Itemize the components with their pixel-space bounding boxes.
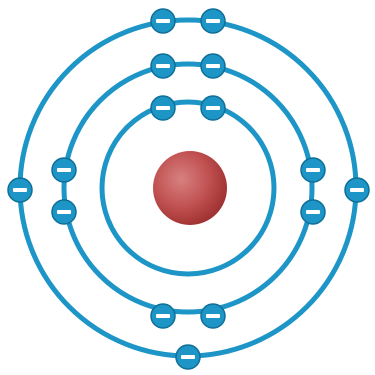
minus-icon	[306, 210, 320, 214]
electron	[8, 178, 32, 202]
minus-icon	[306, 168, 320, 172]
minus-icon	[57, 168, 71, 172]
electron	[151, 304, 175, 328]
electron	[52, 158, 76, 182]
electron	[301, 200, 325, 224]
electron	[301, 158, 325, 182]
electron	[201, 304, 225, 328]
electron	[52, 200, 76, 224]
electron	[176, 345, 200, 369]
electron	[151, 9, 175, 33]
minus-icon	[57, 210, 71, 214]
minus-icon	[350, 188, 364, 192]
electron	[201, 96, 225, 120]
minus-icon	[156, 106, 170, 110]
electron	[201, 9, 225, 33]
electron	[201, 54, 225, 78]
nucleus	[153, 151, 227, 225]
minus-icon	[206, 106, 220, 110]
minus-icon	[156, 19, 170, 23]
minus-icon	[206, 19, 220, 23]
electron	[151, 54, 175, 78]
minus-icon	[181, 355, 195, 359]
electron	[151, 96, 175, 120]
minus-icon	[13, 188, 27, 192]
minus-icon	[156, 314, 170, 318]
electron	[345, 178, 369, 202]
minus-icon	[206, 64, 220, 68]
minus-icon	[206, 314, 220, 318]
minus-icon	[156, 64, 170, 68]
